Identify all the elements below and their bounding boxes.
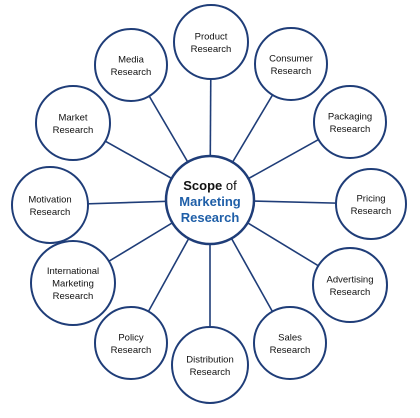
node-circle-pricing xyxy=(335,168,407,240)
node-label-policy-2: Research xyxy=(111,345,152,356)
node-circle-market xyxy=(35,85,111,161)
node-circle-policy xyxy=(94,306,168,380)
node-label-packaging-1: Packaging xyxy=(328,111,372,122)
outer-nodes: ProductResearchConsumerResearchPackaging… xyxy=(11,4,407,404)
node-label-international-2: Marketing xyxy=(52,279,94,290)
node-circle-packaging xyxy=(313,85,387,159)
node-label-pricing-1: Pricing xyxy=(356,193,385,204)
node-label-international-3: Research xyxy=(53,291,94,302)
node-label-motivation-1: Motivation xyxy=(28,194,71,205)
center-title-line-1: Scope of xyxy=(183,178,237,193)
node-label-consumer-2: Research xyxy=(271,66,312,77)
center-circle xyxy=(164,154,256,246)
node-circle-media xyxy=(94,28,168,102)
node-label-consumer-1: Consumer xyxy=(269,53,313,64)
node-label-packaging-2: Research xyxy=(330,124,371,135)
center-title-line-3: Research xyxy=(181,210,240,225)
node-label-distribution-2: Research xyxy=(190,367,231,378)
node-circle-international xyxy=(30,240,116,326)
node-circle-consumer xyxy=(254,27,328,101)
node-label-distribution-1: Distribution xyxy=(186,354,234,365)
node-label-motivation-2: Research xyxy=(30,207,71,218)
center-title-strong: Scope xyxy=(183,178,222,193)
node-label-media-2: Research xyxy=(111,67,152,78)
center-title-line-2: Marketing xyxy=(179,194,240,209)
node-label-market-2: Research xyxy=(53,125,94,136)
node-circle-sales xyxy=(253,306,327,380)
node-circle-advertising xyxy=(312,247,388,323)
node-label-media-1: Media xyxy=(118,54,145,65)
node-label-advertising-1: Advertising xyxy=(327,274,374,285)
node-label-market-1: Market xyxy=(58,112,87,123)
node-label-sales-2: Research xyxy=(270,345,311,356)
node-label-international-1: International xyxy=(47,266,99,277)
node-circle-product xyxy=(173,4,249,80)
node-label-product-2: Research xyxy=(191,44,232,55)
center-node: Scope of Marketing Research xyxy=(164,154,256,246)
node-circle-distribution xyxy=(171,326,249,404)
node-label-pricing-2: Research xyxy=(351,206,392,217)
node-label-product-1: Product xyxy=(195,31,228,42)
node-label-advertising-2: Research xyxy=(330,287,371,298)
node-label-policy-1: Policy xyxy=(118,332,144,343)
node-label-sales-1: Sales xyxy=(278,332,302,343)
node-circle-motivation xyxy=(11,166,89,244)
center-title-rest: of xyxy=(222,178,237,193)
